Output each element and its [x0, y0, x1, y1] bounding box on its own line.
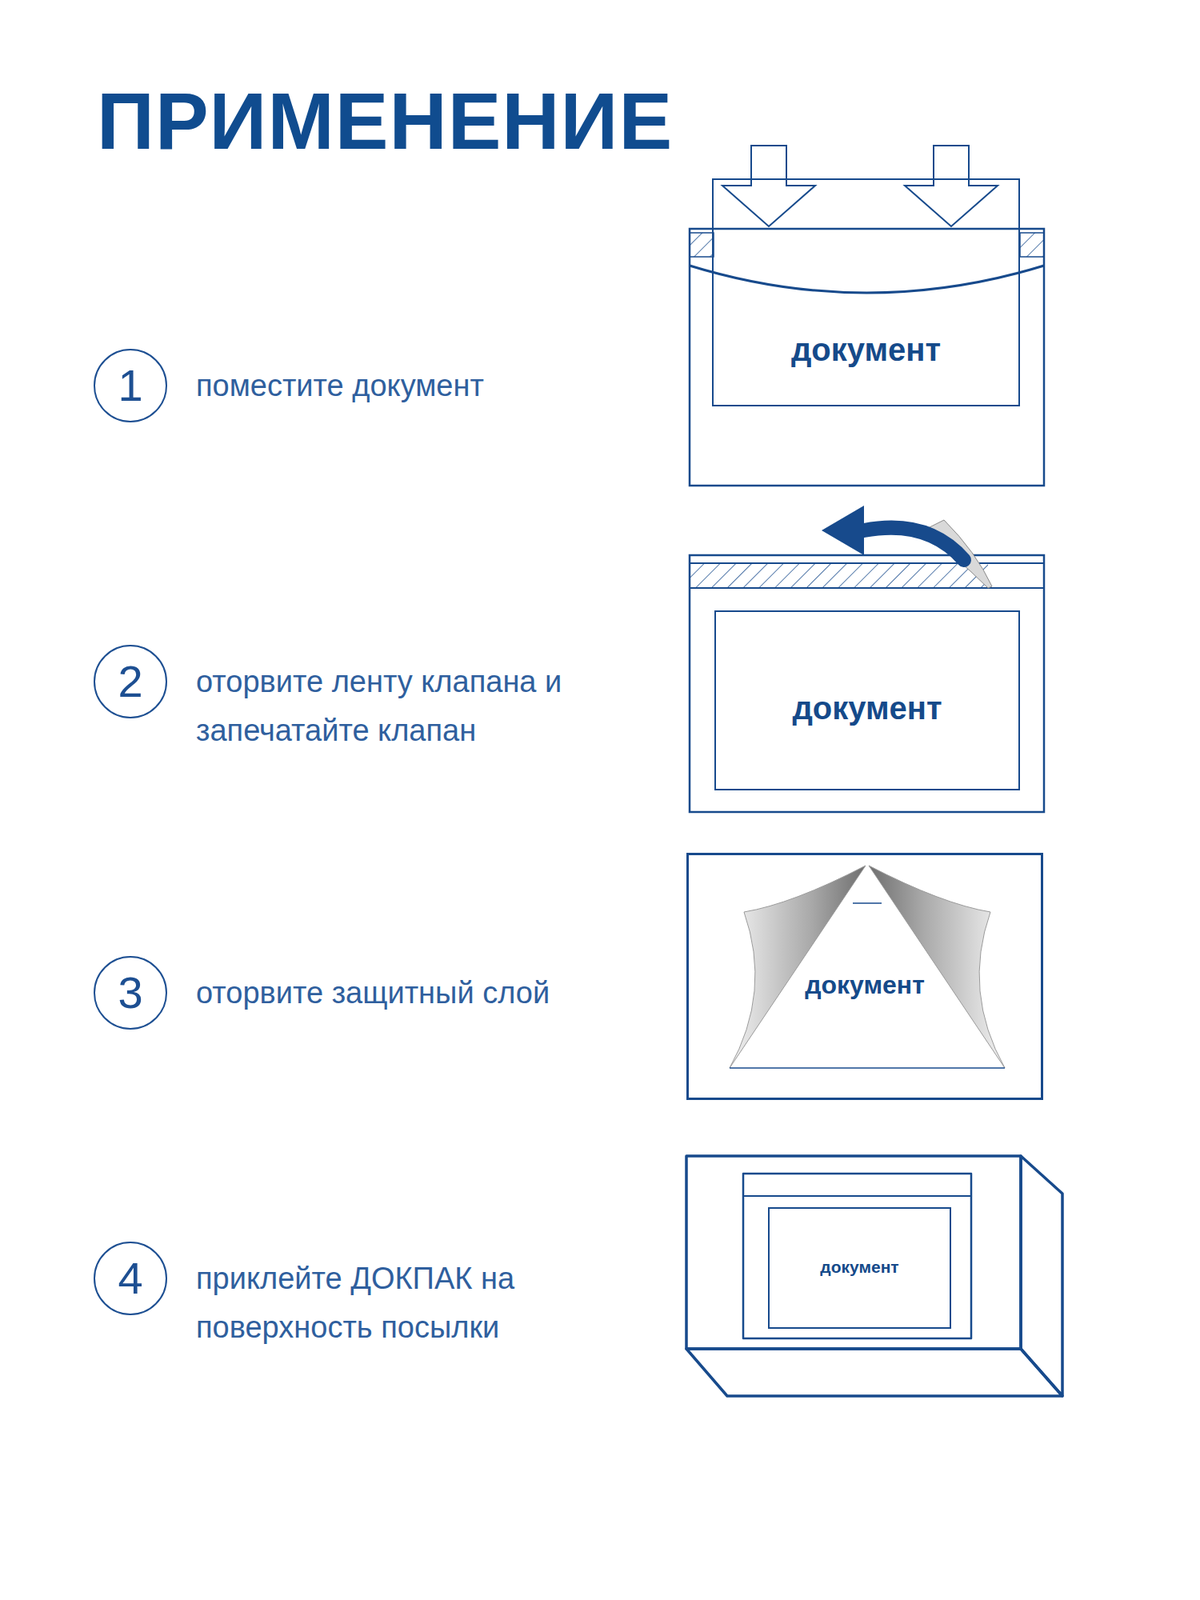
document-text: документ: [820, 1256, 899, 1277]
step2-envelope: [689, 505, 1044, 812]
document-box: документ: [686, 852, 1044, 1100]
step-instruction: поместите документ: [196, 361, 644, 411]
callout-number: 1: [93, 348, 168, 423]
document-box: документ: [712, 178, 1020, 407]
document-text: документ: [804, 969, 925, 1000]
step3-peel: [729, 865, 1005, 1068]
step-instruction: оторвите защитный слой: [196, 968, 644, 1018]
callout-number: 4: [93, 1241, 168, 1316]
step4-parcel: [686, 1156, 1063, 1396]
document-box: документ: [768, 1207, 952, 1329]
step-instruction: оторвите ленту клапана и запечатайте кла…: [196, 657, 644, 756]
callout-number: 3: [93, 956, 168, 1030]
callout-number: 2: [93, 644, 168, 719]
document-text: документ: [791, 330, 941, 369]
step-instruction: приклейте ДОКПАК на поверхность посылки: [196, 1254, 548, 1352]
document-box: документ: [714, 610, 1020, 791]
page-title: ПРИМЕНЕНИЕ: [96, 76, 673, 165]
document-text: документ: [792, 688, 942, 728]
step1-envelope: [689, 145, 1044, 486]
